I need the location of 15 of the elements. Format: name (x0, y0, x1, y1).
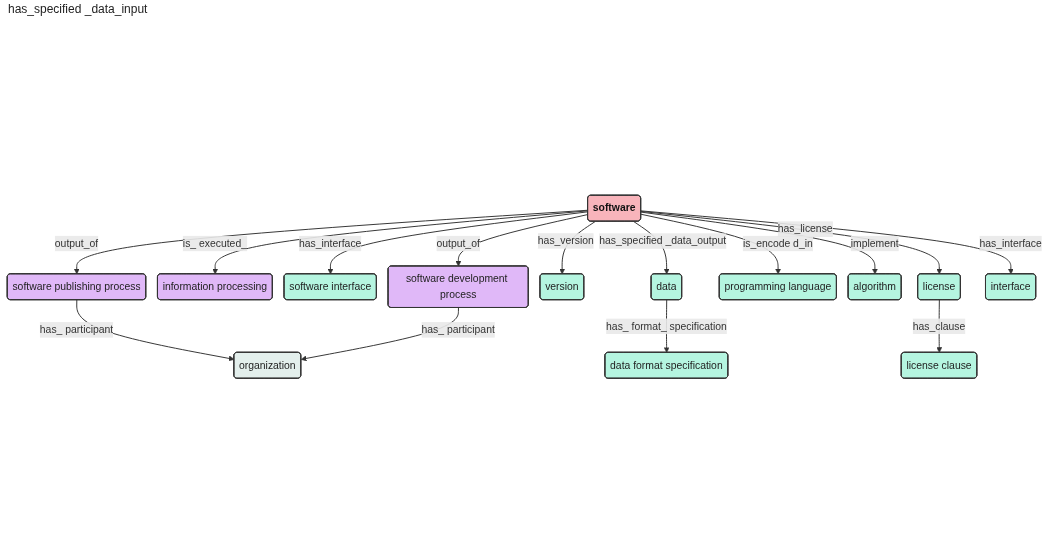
edge-label: output_of (54, 237, 99, 250)
note-text: has_specified _data_input (8, 2, 148, 16)
edge-label: is_ executed_ (182, 237, 247, 250)
edge-label: has_specified _data_output (599, 235, 727, 247)
edge-label: has_ participant (39, 324, 114, 336)
edge-label: has_ participant (421, 324, 495, 336)
edge-label: has_clause (912, 320, 966, 332)
edge-label: output_of (436, 237, 480, 250)
edge-label: has_version (537, 235, 594, 247)
edge-label: has_ format_ specification (606, 320, 727, 332)
edge-label: is_encode d_in (742, 237, 813, 250)
edge-label: has_interface (979, 237, 1042, 250)
edge-label: implement (850, 237, 899, 250)
edge-label: has_license (777, 223, 833, 235)
edge-label: has_interface (299, 237, 362, 250)
